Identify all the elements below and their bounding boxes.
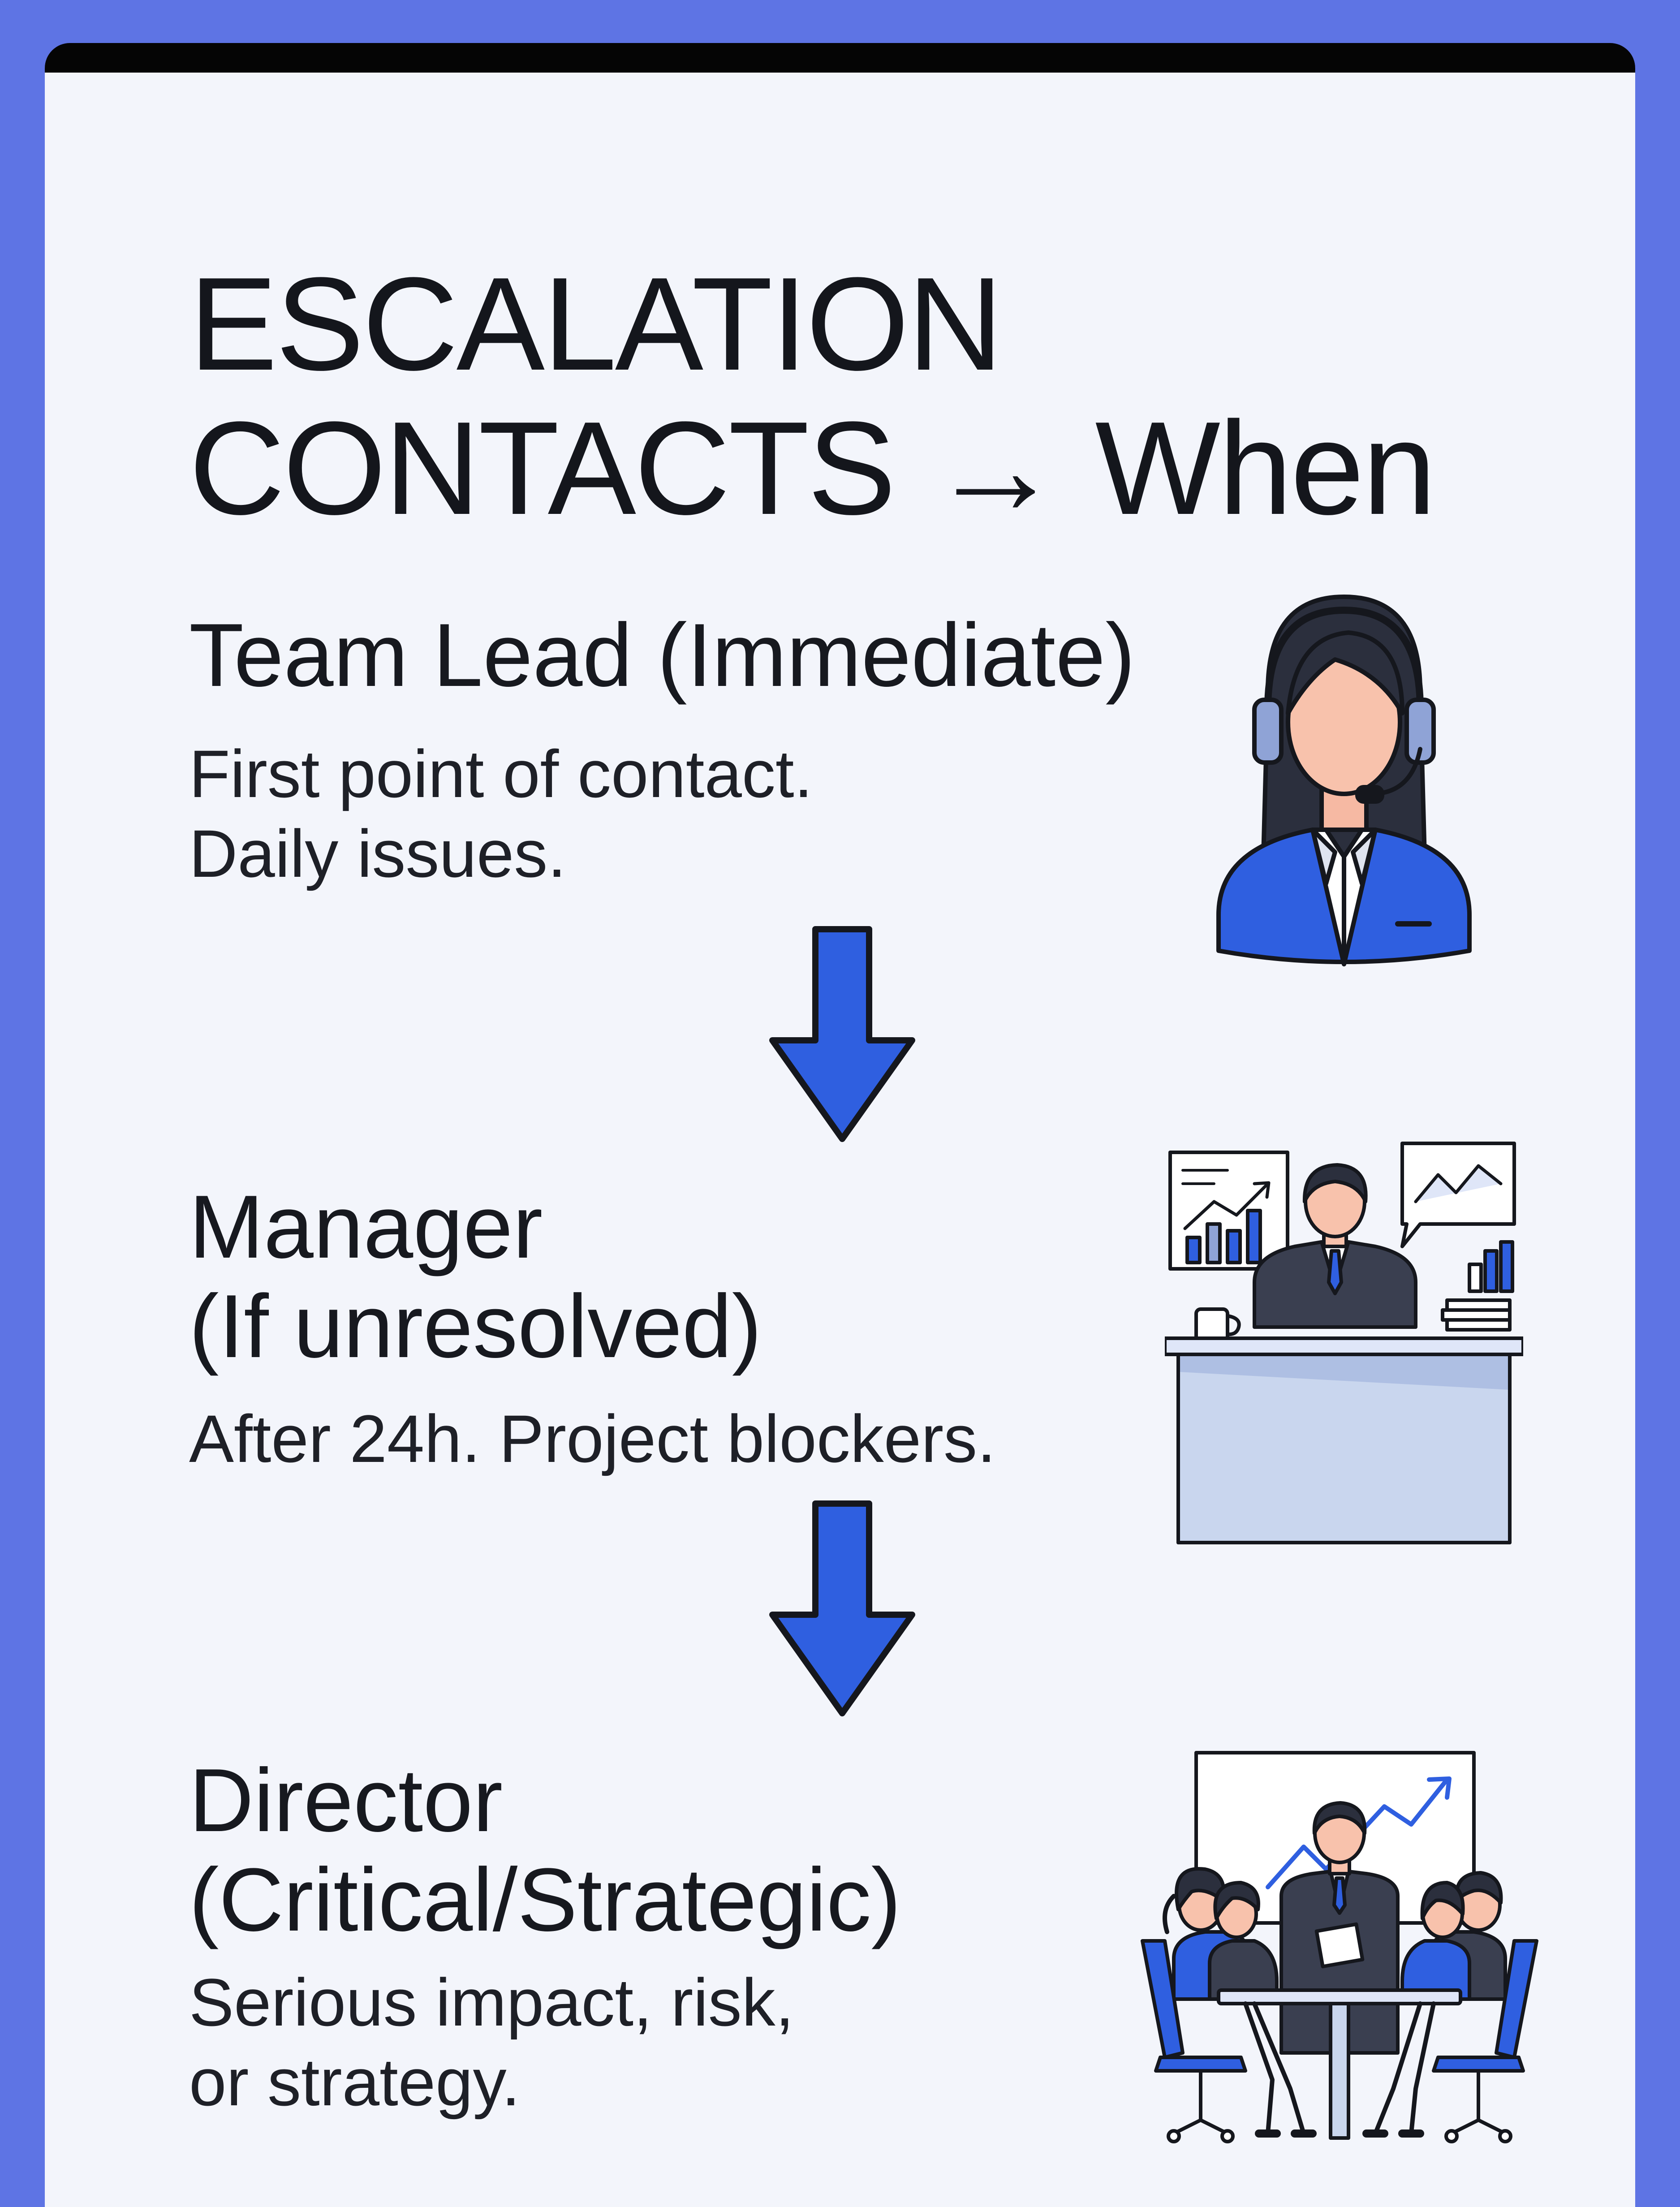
stage-title-line: Team Lead (Immediate): [189, 605, 1136, 705]
stage-desc-line: After 24h. Project blockers.: [189, 1401, 996, 1476]
stage-desc-line: Daily issues.: [189, 816, 566, 891]
stage-desc-line: or strategy.: [189, 2044, 521, 2120]
stage-desc-manager: After 24h. Project blockers.: [189, 1399, 996, 1479]
title-line-1: ESCALATION: [189, 250, 1003, 398]
support-agent-headset-icon: [1216, 595, 1472, 966]
infographic-card: ESCALATION CONTACTS → When Team Lead (Im…: [45, 43, 1635, 2207]
stage-desc-line: First point of contact.: [189, 736, 813, 811]
stage-title-line: Director: [189, 1750, 503, 1850]
stage-title-line: Manager: [189, 1177, 543, 1277]
stage-desc-director: Serious impact, risk, or strategy.: [189, 1962, 794, 2122]
stage-title-team-lead: Team Lead (Immediate): [189, 606, 1135, 705]
stage-desc-line: Serious impact, risk,: [189, 1965, 794, 2040]
escalation-arrow-down-icon: [769, 926, 915, 1142]
page-title: ESCALATION CONTACTS → When: [189, 250, 1436, 542]
escalation-arrow-down-icon: [769, 1500, 915, 1716]
stage-title-manager: Manager (If unresolved): [189, 1177, 762, 1376]
title-line-2: CONTACTS → When: [189, 394, 1436, 542]
stage-desc-team-lead: First point of contact. Daily issues.: [189, 734, 813, 893]
director-meeting-icon: [1141, 1751, 1538, 2143]
stage-title-line: (Critical/Strategic): [189, 1850, 901, 1950]
stage-title-line: (If unresolved): [189, 1276, 762, 1376]
manager-at-desk-icon: [1165, 1142, 1523, 1544]
stage-title-director: Director (Critical/Strategic): [189, 1751, 901, 1950]
